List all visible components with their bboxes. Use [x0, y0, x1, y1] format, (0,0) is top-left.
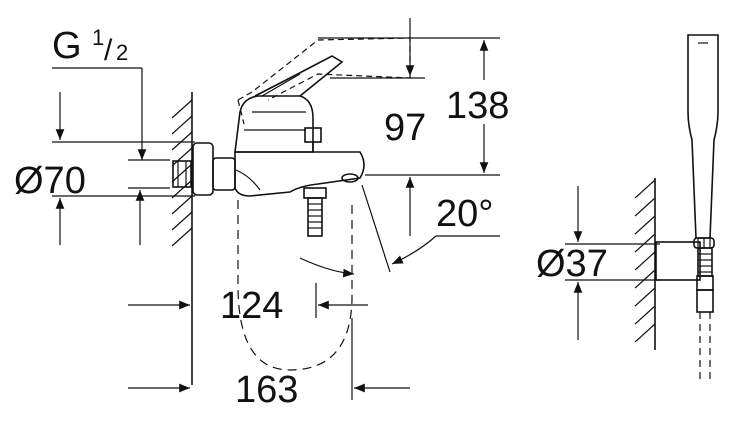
dimension-depth-163: 163: [128, 318, 410, 411]
dimension-thread: G 1 / 2: [52, 25, 147, 160]
holder-diameter-label: Ø37: [536, 243, 608, 285]
wall-hatching: [171, 99, 193, 247]
lever-handle: [254, 55, 344, 97]
rosette-diameter-label: Ø70: [14, 160, 86, 202]
dimension-holder-diameter: Ø37: [536, 186, 660, 340]
thread-label-den: 2: [116, 40, 128, 65]
dimension-rosette-diameter: Ø70: [14, 92, 195, 245]
depth-124-label: 124: [220, 285, 283, 327]
height-138-label: 138: [446, 85, 509, 127]
angle-label: 20°: [436, 193, 493, 235]
shower-outlet: [303, 187, 327, 237]
bath-mixer: [172, 37, 411, 237]
depth-163-label: 163: [235, 369, 298, 411]
wall-right: [634, 178, 656, 350]
wall-right-hatching: [634, 179, 656, 343]
thread-label-g: G: [52, 25, 82, 67]
wall-holder: [655, 241, 701, 281]
spout: [234, 151, 365, 197]
dimension-angle: 20°: [299, 184, 500, 278]
dimension-depth-124: 124: [128, 283, 368, 327]
thread-label-num: 1: [92, 25, 104, 50]
wall-left: [171, 92, 193, 385]
wall-rosette: [192, 142, 214, 196]
thread-label-slash: /: [104, 34, 113, 67]
water-jet-arc: [237, 200, 353, 371]
hand-shower: [655, 34, 719, 382]
dimension-heights: 97 138: [318, 18, 509, 236]
height-97-label: 97: [384, 107, 426, 149]
connection-nut: [172, 160, 192, 188]
